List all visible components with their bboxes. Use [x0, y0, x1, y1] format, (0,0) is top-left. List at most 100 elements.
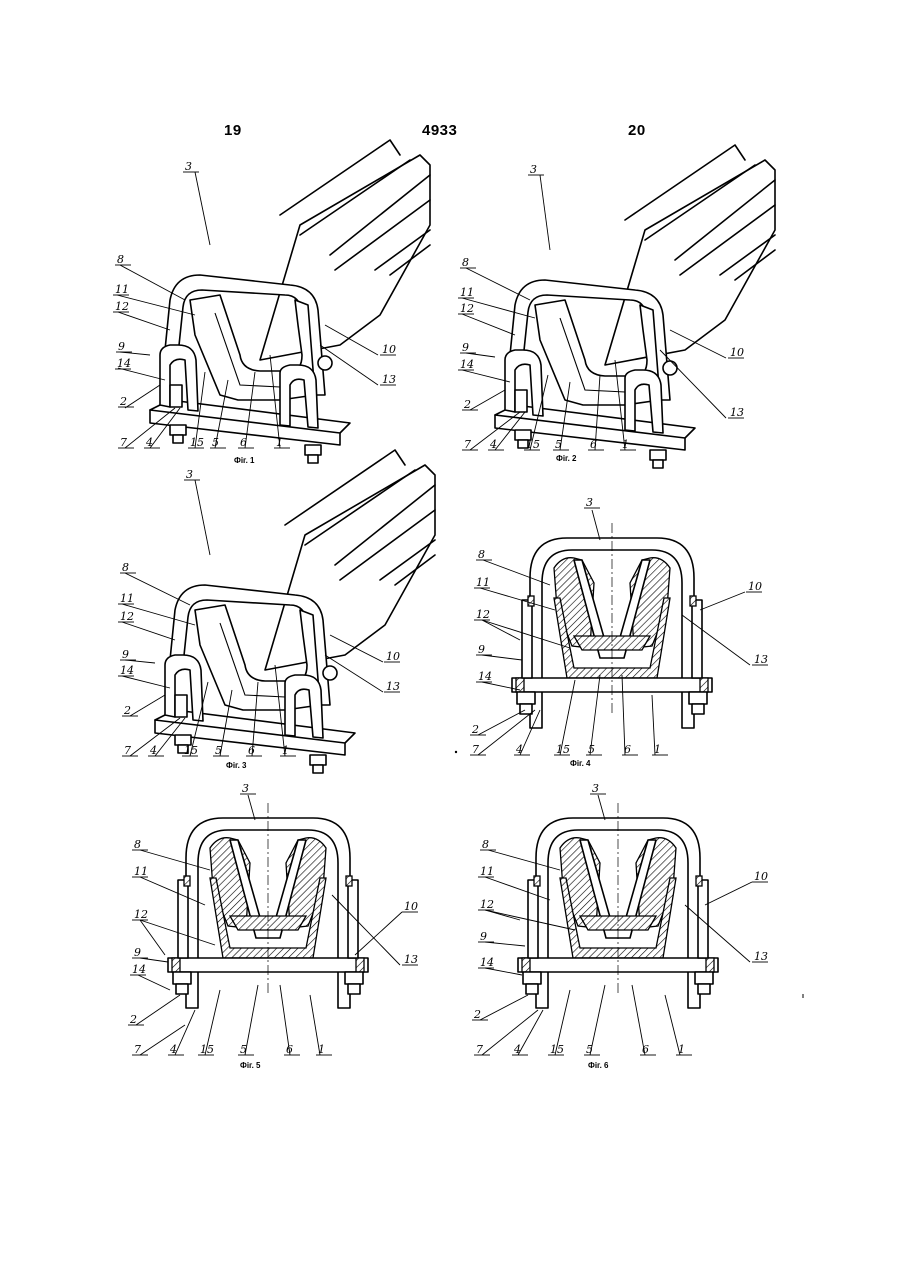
callout-fig2-8: 8	[462, 256, 469, 269]
callout-fig4-13: 13	[754, 653, 768, 666]
callout-fig4-7: 7	[472, 743, 479, 756]
callout-fig2-15: 15	[526, 438, 540, 451]
callout-fig3-11: 11	[120, 592, 134, 605]
callout-fig6-1: 1	[678, 1043, 685, 1056]
callout-fig4-4: 4	[515, 743, 523, 756]
callout-fig4-6: 6	[624, 743, 631, 756]
callout-fig1-14: 14	[117, 357, 131, 370]
callout-fig4-14: 14	[478, 670, 492, 683]
callout-fig5-1: 1	[318, 1043, 325, 1056]
callout-fig5-14: 14	[132, 963, 146, 976]
callout-fig5-8: 8	[134, 838, 141, 851]
callout-fig6-2: 2	[473, 1008, 481, 1021]
callout-fig5-4: 4	[169, 1043, 177, 1056]
callout-fig5-9: 9	[134, 946, 141, 959]
callout-fig4-11: 11	[476, 576, 490, 589]
callout-fig2-9: 9	[462, 341, 469, 354]
callout-fig3-8: 8	[122, 561, 129, 574]
callout-fig3-1: 1	[282, 744, 289, 757]
callout-fig1-12: 12	[115, 300, 129, 313]
callout-fig3-3: 3	[186, 468, 193, 481]
figure-caption-3: Фіг. 3	[226, 761, 247, 770]
callout-fig4-12: 12	[476, 608, 490, 621]
callout-fig6-13: 13	[754, 950, 768, 963]
callout-fig4-5: 5	[588, 743, 595, 756]
callout-fig3-10: 10	[386, 650, 400, 663]
callout-fig2-13: 13	[730, 406, 744, 419]
callout-fig2-10: 10	[730, 346, 744, 359]
callout-fig5-15: 15	[200, 1043, 214, 1056]
callout-fig6-4: 4	[513, 1043, 521, 1056]
callout-fig4-9: 9	[478, 643, 485, 656]
callout-fig2-4: 4	[489, 438, 497, 451]
callout-fig6-9: 9	[480, 930, 487, 943]
callout-fig1-10: 10	[382, 343, 396, 356]
figure-caption-4: Фіг. 4	[570, 759, 591, 768]
callout-fig6-12: 12	[480, 898, 494, 911]
callout-fig4-2: 2	[471, 723, 479, 736]
callout-fig3-13: 13	[386, 680, 400, 693]
callout-fig5-3: 3	[242, 782, 249, 795]
callout-fig3-4: 4	[149, 744, 157, 757]
callout-fig5-11: 11	[134, 865, 148, 878]
callout-fig3-6: 6	[248, 744, 255, 757]
figure-2	[462, 145, 775, 468]
callout-fig1-11: 11	[115, 283, 129, 296]
callout-fig5-10: 10	[404, 900, 418, 913]
figure-5	[136, 795, 402, 1055]
callout-fig1-9: 9	[118, 340, 125, 353]
callout-fig5-5: 5	[240, 1043, 247, 1056]
callout-fig6-7: 7	[476, 1043, 483, 1056]
figure-caption-2: Фіг. 2	[556, 454, 577, 463]
callout-fig1-3: 3	[185, 160, 192, 173]
callout-fig2-11: 11	[460, 286, 474, 299]
callout-fig1-13: 13	[382, 373, 396, 386]
callout-fig3-5: 5	[215, 744, 222, 757]
callout-fig3-12: 12	[120, 610, 134, 623]
callout-fig2-14: 14	[460, 358, 474, 371]
figure-caption-1: Фіг. 1	[234, 456, 255, 465]
callout-fig2-2: 2	[463, 398, 471, 411]
callout-fig5-2: 2	[129, 1013, 137, 1026]
callout-fig6-11: 11	[480, 865, 494, 878]
callout-fig6-3: 3	[592, 782, 599, 795]
callout-fig3-7: 7	[124, 744, 131, 757]
callout-fig2-1: 1	[622, 438, 629, 451]
callout-fig6-10: 10	[754, 870, 768, 883]
callout-fig1-4: 4	[145, 436, 153, 449]
callout-fig5-13: 13	[404, 953, 418, 966]
callout-fig2-12: 12	[460, 302, 474, 315]
callout-fig6-6: 6	[642, 1043, 649, 1056]
callout-fig3-15: 15	[184, 744, 198, 757]
callout-fig1-2: 2	[119, 395, 127, 408]
callout-fig4-15: 15	[556, 743, 570, 756]
callout-fig2-5: 5	[555, 438, 562, 451]
figure-3	[122, 450, 435, 773]
callout-fig2-3: 3	[530, 163, 537, 176]
figure-6	[480, 795, 752, 1055]
callout-fig3-2: 2	[123, 704, 131, 717]
callout-fig1-1: 1	[276, 436, 283, 449]
callout-fig5-12: 12	[134, 908, 148, 921]
callout-fig5-7: 7	[134, 1043, 141, 1056]
callout-fig3-9: 9	[122, 648, 129, 661]
callout-fig6-14: 14	[480, 956, 494, 969]
callout-fig1-5: 5	[212, 436, 219, 449]
callout-fig6-5: 5	[586, 1043, 593, 1056]
callout-fig1-6: 6	[240, 436, 247, 449]
callout-fig6-8: 8	[482, 838, 489, 851]
callout-fig3-14: 14	[120, 664, 134, 677]
figure-1	[117, 140, 430, 463]
figure-4	[478, 510, 750, 755]
callout-fig1-15: 15	[190, 436, 204, 449]
callout-fig2-6: 6	[590, 438, 597, 451]
callout-fig6-15: 15	[550, 1043, 564, 1056]
callout-fig1-8: 8	[117, 253, 124, 266]
figure-caption-5: Фіг. 5	[240, 1061, 261, 1070]
callout-fig1-7: 7	[120, 436, 127, 449]
callout-fig5-6: 6	[286, 1043, 293, 1056]
callout-fig4-3: 3	[586, 496, 593, 509]
callout-fig4-10: 10	[748, 580, 762, 593]
figure-caption-6: Фіг. 6	[588, 1061, 609, 1070]
